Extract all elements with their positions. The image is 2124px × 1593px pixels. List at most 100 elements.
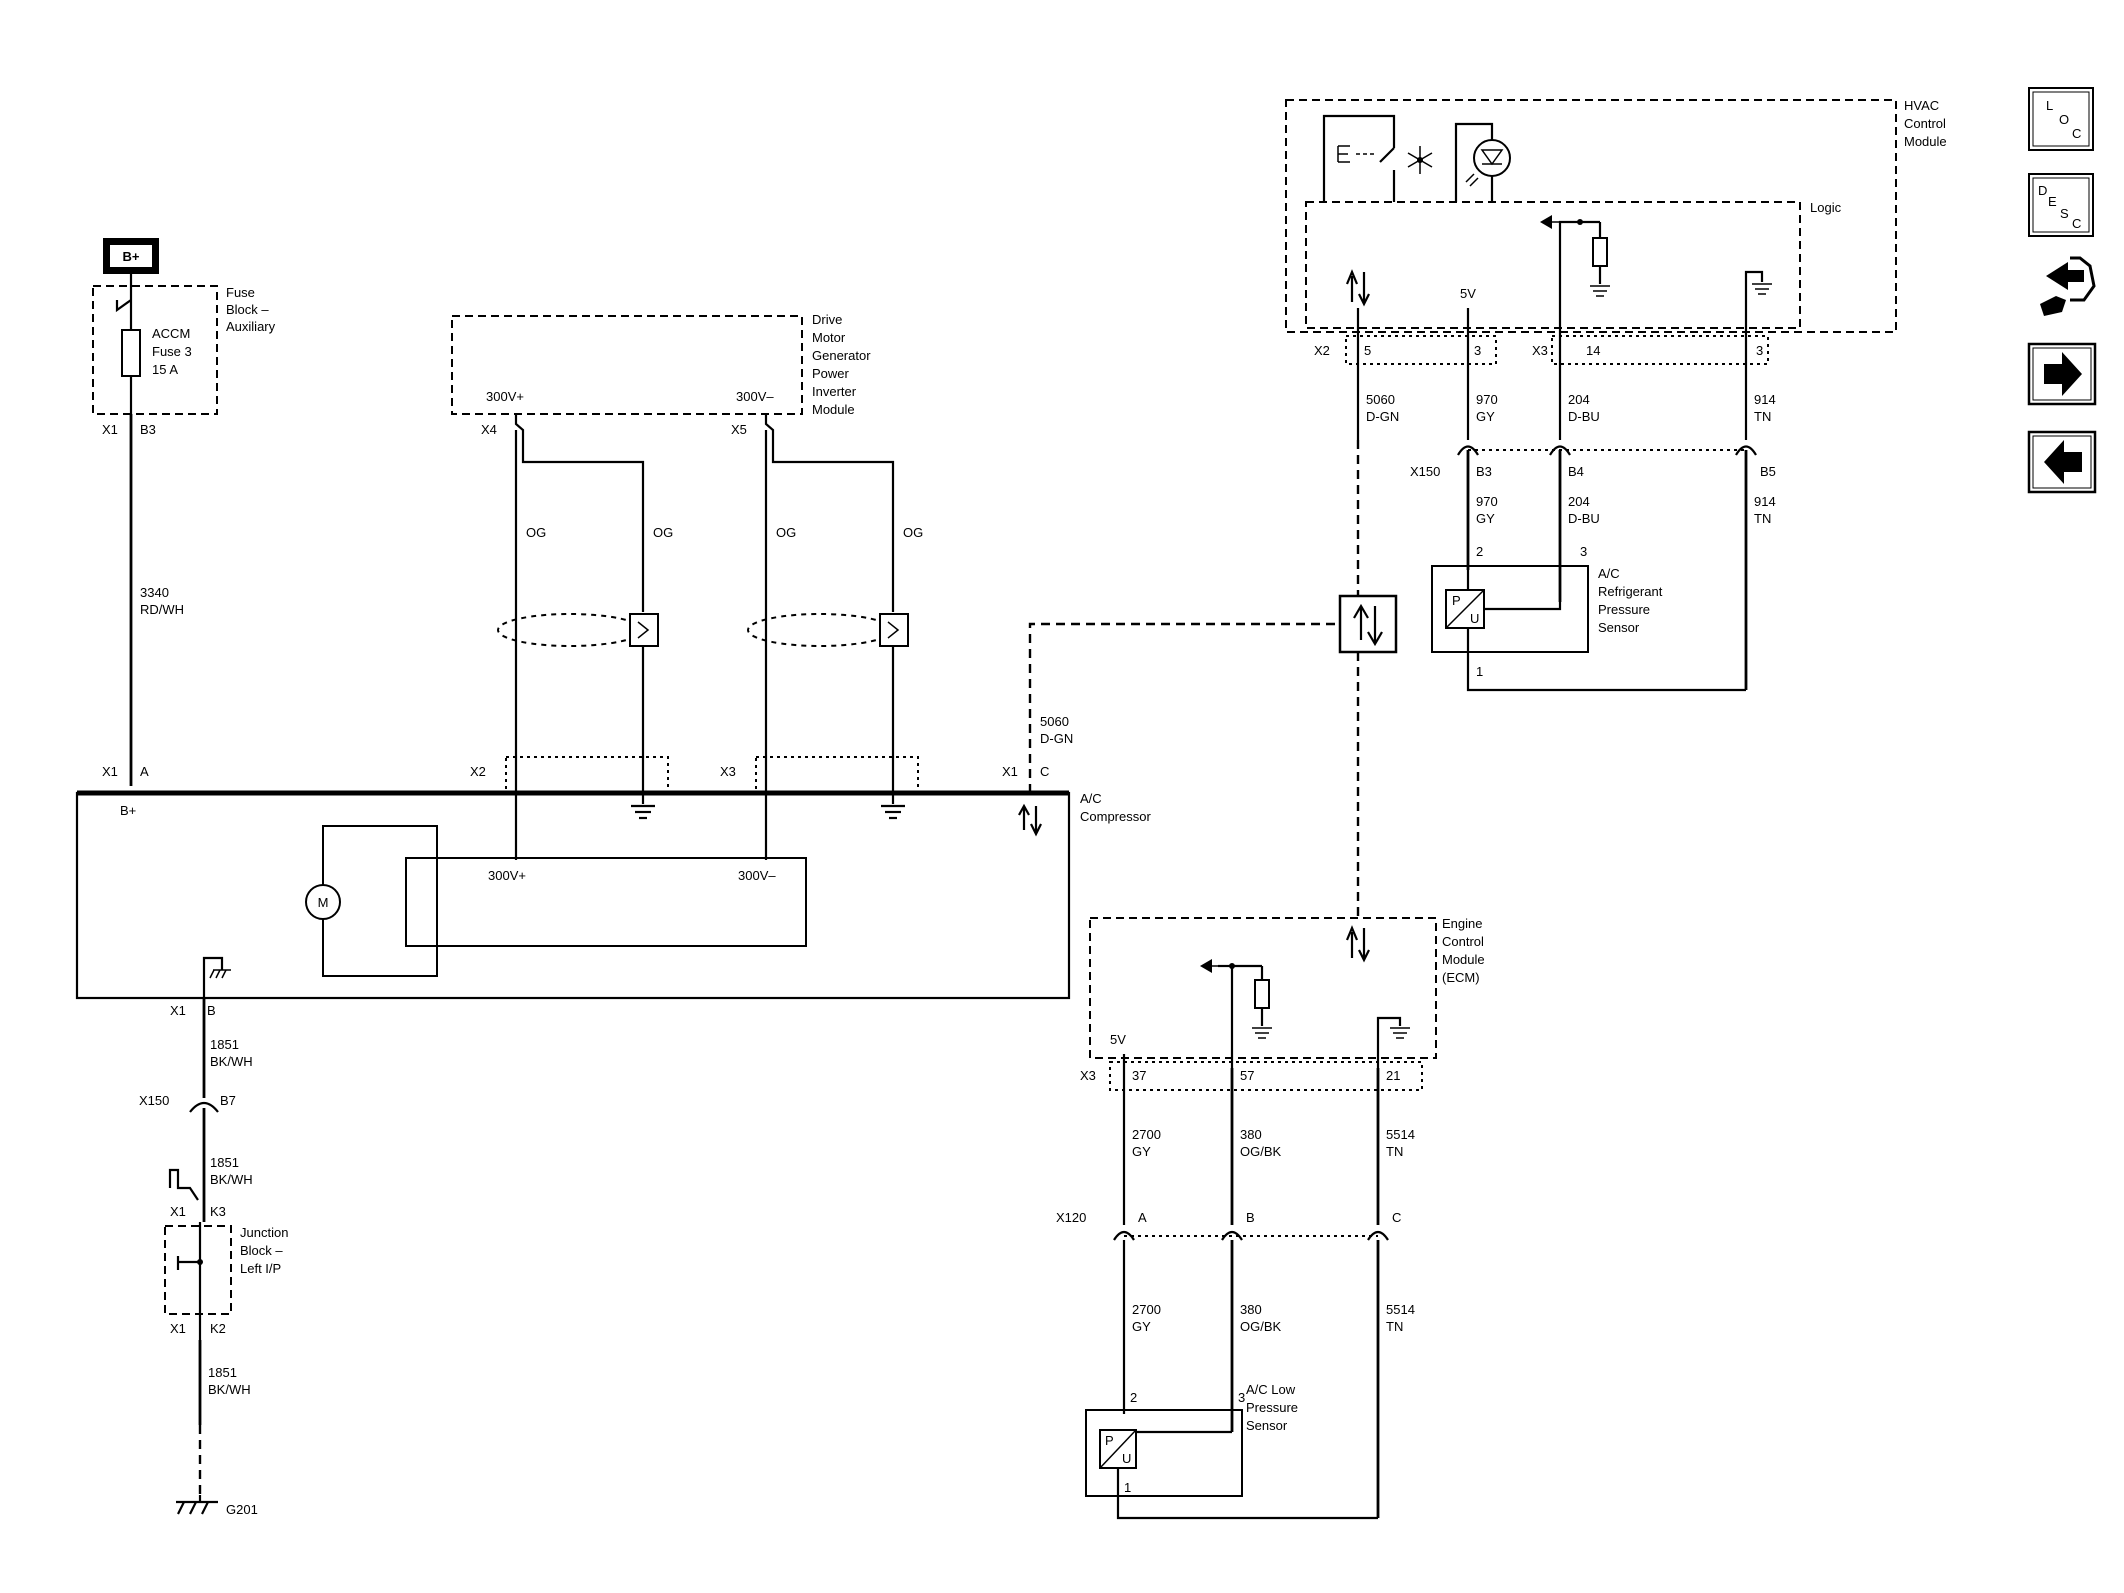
connector-view-icon[interactable]	[2040, 256, 2096, 316]
diagram-label: BK/WH	[210, 1172, 253, 1187]
signal-pullup-icon	[1200, 959, 1272, 1068]
diagram-label: 2	[1130, 1390, 1137, 1405]
diagram-label: S	[2060, 206, 2069, 221]
chassis-ground-icon	[202, 956, 231, 998]
diagram-label: GY	[1476, 409, 1495, 424]
diagram-label: L	[2046, 98, 2053, 113]
diagram-label: D	[2038, 183, 2047, 198]
diagram-label: ACCM	[152, 326, 190, 341]
diagram-label: RD/WH	[140, 602, 184, 617]
diagram-label: Drive	[812, 312, 842, 327]
diagram-label: U	[1470, 611, 1479, 626]
bidirectional-data-icon	[1345, 925, 1370, 963]
diagram-label: X1	[1002, 764, 1018, 779]
diagram-label: X1	[170, 1321, 186, 1336]
diagram-label: Block –	[226, 302, 269, 317]
diagram-label: 37	[1132, 1068, 1146, 1083]
diagram-label: 300V+	[488, 868, 526, 883]
diagram-label: (ECM)	[1442, 970, 1480, 985]
diagram-label: Fuse	[226, 285, 255, 300]
description-button[interactable]: D E S C	[2028, 173, 2094, 237]
diagram-label: X4	[481, 422, 497, 437]
diagram-label: U	[1122, 1451, 1131, 1466]
diagram-label: 1851	[208, 1365, 237, 1380]
diagram-label: Module	[812, 402, 855, 417]
hv-negative-circuit: OG OG	[747, 414, 923, 860]
bidirectional-data-icon	[1345, 269, 1370, 307]
diagram-label: 5514	[1386, 1127, 1415, 1142]
diagram-label: K2	[210, 1321, 226, 1336]
diagram-label: GY	[1476, 511, 1495, 526]
diagram-label: 5V	[1110, 1032, 1126, 1047]
diagram-label: 300V+	[486, 389, 524, 404]
diagram-label: Logic	[1810, 200, 1842, 215]
diagram-label: A/C Low	[1246, 1382, 1296, 1397]
diagram-label: 21	[1386, 1068, 1400, 1083]
location-button[interactable]: L O C	[2028, 87, 2094, 151]
diagram-label: 300V–	[736, 389, 774, 404]
diagram-label: B3	[1476, 464, 1492, 479]
diagram-label: BK/WH	[210, 1054, 253, 1069]
diagram-label: Pressure	[1246, 1400, 1298, 1415]
fuse-accm	[121, 329, 141, 377]
diagram-label: X2	[470, 764, 486, 779]
diagram-label: B5	[1760, 464, 1776, 479]
diagram-label: 204	[1568, 392, 1590, 407]
diagram-label: D-BU	[1568, 409, 1600, 424]
diagram-label: TN	[1386, 1319, 1403, 1334]
diagram-label: X120	[1056, 1210, 1086, 1225]
hvac-control-module: HVAC Control Module Logic	[1285, 98, 1947, 340]
battery-source: B+	[103, 238, 159, 274]
motor-icon	[305, 884, 341, 920]
diagram-label: 204	[1568, 494, 1590, 509]
previous-page-icon[interactable]	[2027, 430, 2097, 494]
diagram-label: 3340	[140, 585, 169, 600]
diagram-label: 914	[1754, 392, 1776, 407]
diagram-label: Motor	[812, 330, 846, 345]
diagram-label: OG/BK	[1240, 1144, 1282, 1159]
diagram-label: P	[1452, 593, 1461, 608]
fuse-block-auxiliary: Fuse Block – Auxiliary ACCM Fuse 3 15 A	[92, 285, 276, 415]
diagram-label: GY	[1132, 1319, 1151, 1334]
diagram-label: TN	[1386, 1144, 1403, 1159]
diagram-label: B	[207, 1003, 216, 1018]
diagram-label: HVAC	[1904, 98, 1939, 113]
diagram-label: 3	[1756, 343, 1763, 358]
diagram-label: C	[2072, 126, 2081, 141]
hv-positive-circuit: OG OG	[497, 414, 673, 860]
diagram-label: 1	[1124, 1480, 1131, 1495]
diagram-label: D-GN	[1040, 731, 1073, 746]
diagram-label: M	[318, 895, 329, 910]
diagram-label: Fuse 3	[152, 344, 192, 359]
diagram-label: B7	[220, 1093, 236, 1108]
ac-compressor: A/C Compressor B+ M 300V+ 300V–	[75, 790, 1151, 1000]
diagram-label: B+	[123, 249, 140, 264]
diagram-label: Pressure	[1598, 602, 1650, 617]
diagram-label: Sensor	[1246, 1418, 1288, 1433]
diagram-label: 2700	[1132, 1127, 1161, 1142]
diagram-label: D-GN	[1366, 409, 1399, 424]
diagram-label: 1	[1476, 664, 1483, 679]
diagram-label: X3	[1532, 343, 1548, 358]
diagram-label: 2700	[1132, 1302, 1161, 1317]
signal-pullup-icon	[1540, 215, 1610, 340]
diagram-label: X2	[1314, 343, 1330, 358]
diagram-label: C	[2072, 216, 2081, 231]
diagram-label: Control	[1442, 934, 1484, 949]
diagram-label: C	[1392, 1210, 1401, 1225]
diagram-label: Control	[1904, 116, 1946, 131]
diagram-label: Refrigerant	[1598, 584, 1663, 599]
diagram-label: O	[2059, 112, 2069, 127]
diagram-label: Block –	[240, 1243, 283, 1258]
diagram-label: Left I/P	[240, 1261, 281, 1276]
diagram-label: B4	[1568, 464, 1584, 479]
diagram-label: GY	[1132, 1144, 1151, 1159]
diagram-label: Engine	[1442, 916, 1482, 931]
diagram-label: 970	[1476, 494, 1498, 509]
next-page-icon[interactable]	[2027, 342, 2097, 406]
indicator-led-icon	[1454, 122, 1511, 202]
signal-ground-icon	[1744, 270, 1772, 340]
diagram-label: Auxiliary	[226, 319, 276, 334]
diagram-label: 380	[1240, 1127, 1262, 1142]
